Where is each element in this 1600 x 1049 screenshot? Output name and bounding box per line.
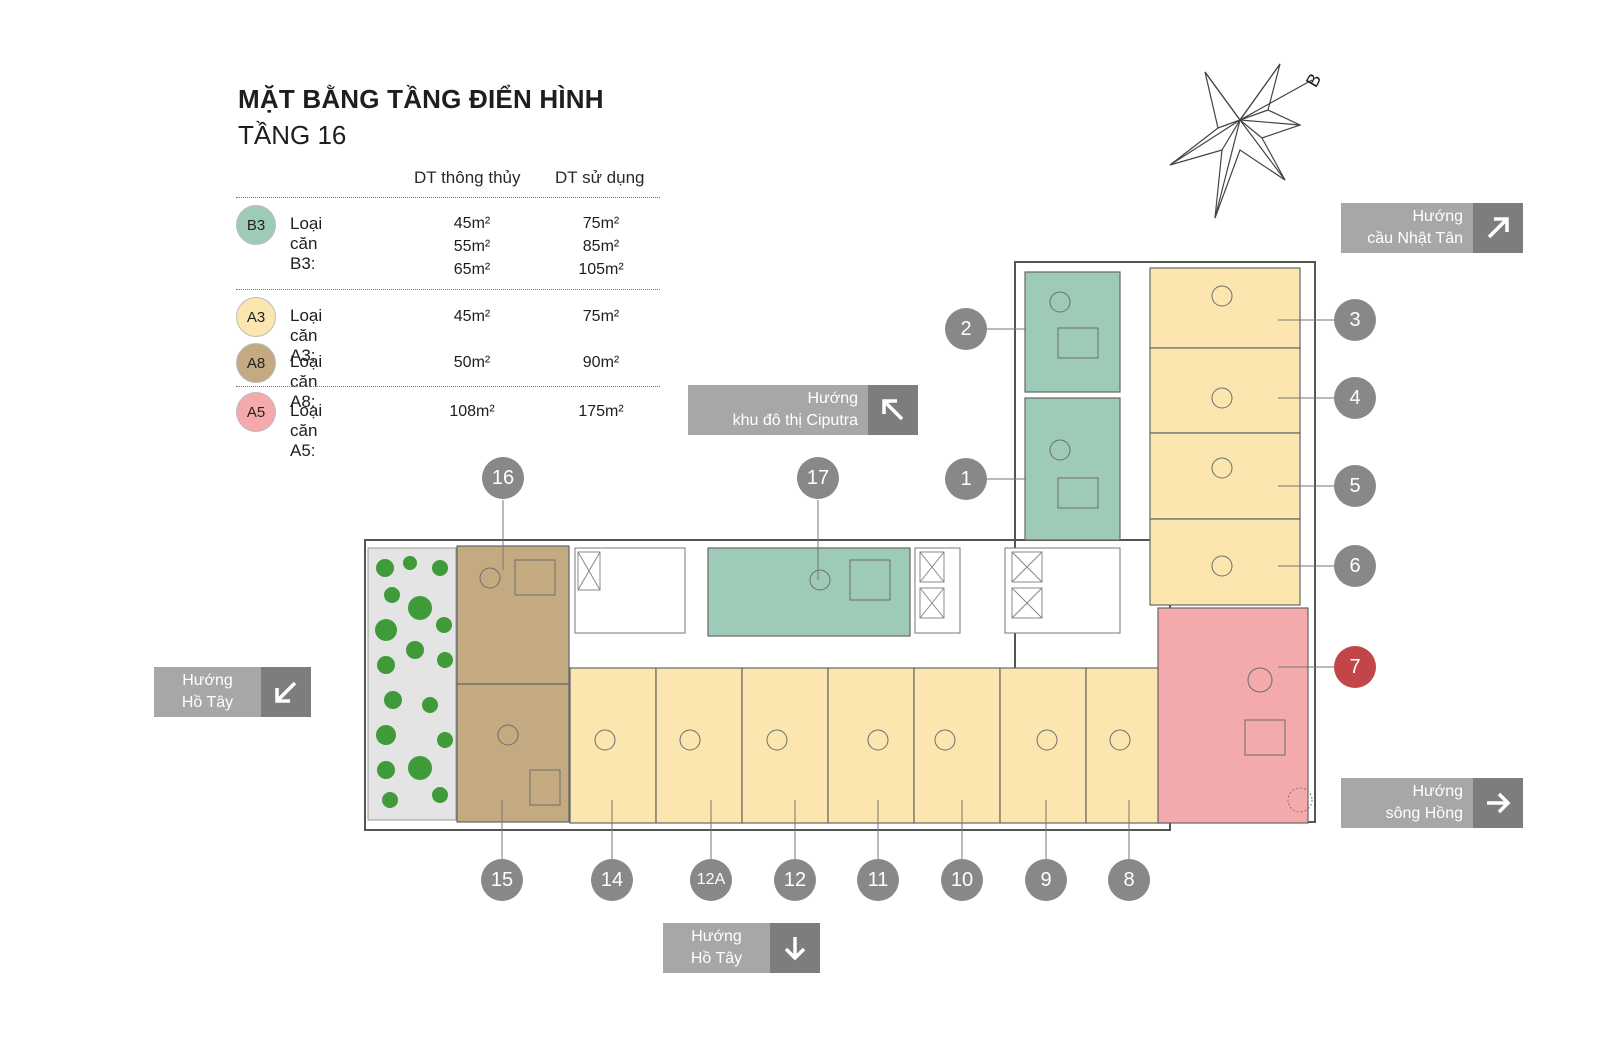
- unit-marker-8[interactable]: 8: [1108, 859, 1150, 901]
- unit-marker-5[interactable]: 5: [1334, 465, 1376, 507]
- direction-ho-tay-bottom: Hướng Hồ Tây: [663, 923, 820, 973]
- plant-icon: [1287, 787, 1313, 813]
- direction-line: Hướng: [1412, 208, 1463, 225]
- clear-area-value: 45m²: [453, 308, 491, 325]
- unit-3[interactable]: [1149, 267, 1301, 349]
- unit-marker-7[interactable]: 7: [1334, 646, 1376, 688]
- arrow-up-left-icon: [868, 385, 918, 435]
- unit-marker-4[interactable]: 4: [1334, 377, 1376, 419]
- direction-nhat-tan: Hướng cầu Nhật Tân: [1341, 203, 1523, 253]
- compass-icon: [1169, 63, 1313, 219]
- direction-line: cầu Nhật Tân: [1367, 230, 1463, 247]
- usable-area-value: 75m²: [582, 308, 620, 325]
- clear-area-value: 65m²: [453, 261, 491, 278]
- arrow-down-left-icon: [261, 667, 311, 717]
- direction-line: Hướng: [807, 390, 858, 407]
- unit-4[interactable]: [1149, 347, 1301, 434]
- unit-marker-12[interactable]: 12: [774, 859, 816, 901]
- col-header-clear-area: DT thông thủy: [414, 168, 521, 187]
- direction-line: Hướng: [1412, 783, 1463, 800]
- clear-area-value: 50m²: [453, 354, 491, 371]
- unit-5[interactable]: [1149, 432, 1301, 520]
- clear-area-value: 108m²: [449, 403, 495, 420]
- usable-area-value: 90m²: [582, 354, 620, 371]
- usable-area-value: 85m²: [582, 238, 620, 255]
- unit-marker-11[interactable]: 11: [857, 859, 899, 901]
- direction-line: sông Hồng: [1385, 805, 1463, 822]
- unit-10[interactable]: [913, 667, 1001, 824]
- unit-17[interactable]: [707, 547, 911, 637]
- arrow-down-icon: [770, 923, 820, 973]
- unit-marker-3[interactable]: 3: [1334, 299, 1376, 341]
- badge-a5: A5: [236, 392, 276, 432]
- unit-11[interactable]: [827, 667, 915, 824]
- direction-line: Hồ Tây: [181, 694, 234, 711]
- unit-9[interactable]: [999, 667, 1087, 824]
- direction-line: Hồ Tây: [690, 950, 743, 967]
- arrow-up-right-icon: [1473, 203, 1523, 253]
- page-title: MẶT BẰNG TẦNG ĐIỂN HÌNH: [238, 84, 604, 114]
- divider: [236, 197, 660, 198]
- arrow-right-icon: [1473, 778, 1523, 828]
- unit-7[interactable]: [1157, 607, 1309, 824]
- unit-1[interactable]: [1024, 397, 1121, 541]
- unit-marker-2[interactable]: 2: [945, 308, 987, 350]
- stair-core: [1004, 547, 1121, 634]
- unit-marker-16[interactable]: 16: [482, 457, 524, 499]
- unit-15[interactable]: [456, 683, 570, 823]
- direction-line: Hướng: [691, 928, 742, 945]
- unit-12A[interactable]: [655, 667, 743, 824]
- badge-b3: B3: [236, 205, 276, 245]
- unit-16[interactable]: [456, 545, 570, 685]
- badge-a8: A8: [236, 343, 276, 383]
- legend-label-a3: Loại căn A3:: [290, 306, 323, 365]
- clear-area-value: 45m²: [453, 215, 491, 232]
- usable-area-value: 75m²: [582, 215, 620, 232]
- unit-marker-15[interactable]: 15: [481, 859, 523, 901]
- unit-marker-10[interactable]: 10: [941, 859, 983, 901]
- legend-label-b3: Loại căn B3:: [290, 214, 323, 273]
- garden: [367, 547, 457, 821]
- unit-marker-12A[interactable]: 12A: [690, 859, 732, 901]
- col-header-usable-area: DT sử dụng: [555, 168, 645, 187]
- unit-marker-14[interactable]: 14: [591, 859, 633, 901]
- clear-area-value: 55m²: [453, 238, 491, 255]
- divider: [236, 386, 660, 387]
- divider: [236, 289, 660, 290]
- usable-area-value: 175m²: [578, 403, 624, 420]
- unit-marker-6[interactable]: 6: [1334, 545, 1376, 587]
- unit-marker-1[interactable]: 1: [945, 458, 987, 500]
- unit-2[interactable]: [1024, 271, 1121, 393]
- unit-6[interactable]: [1149, 518, 1301, 606]
- usable-area-value: 105m²: [578, 261, 624, 278]
- floor-subtitle: TẦNG 16: [238, 120, 347, 150]
- direction-song-hong: Hướng sông Hồng: [1341, 778, 1523, 828]
- direction-line: Hướng: [182, 672, 233, 689]
- direction-ho-tay-left: Hướng Hồ Tây: [154, 667, 311, 717]
- badge-a3: A3: [236, 297, 276, 337]
- unit-marker-9[interactable]: 9: [1025, 859, 1067, 901]
- direction-ciputra: Hướng khu đô thị Ciputra: [688, 385, 918, 435]
- unit-marker-17[interactable]: 17: [797, 457, 839, 499]
- legend-label-a5: Loại căn A5:: [290, 401, 323, 460]
- direction-line: khu đô thị Ciputra: [732, 412, 858, 429]
